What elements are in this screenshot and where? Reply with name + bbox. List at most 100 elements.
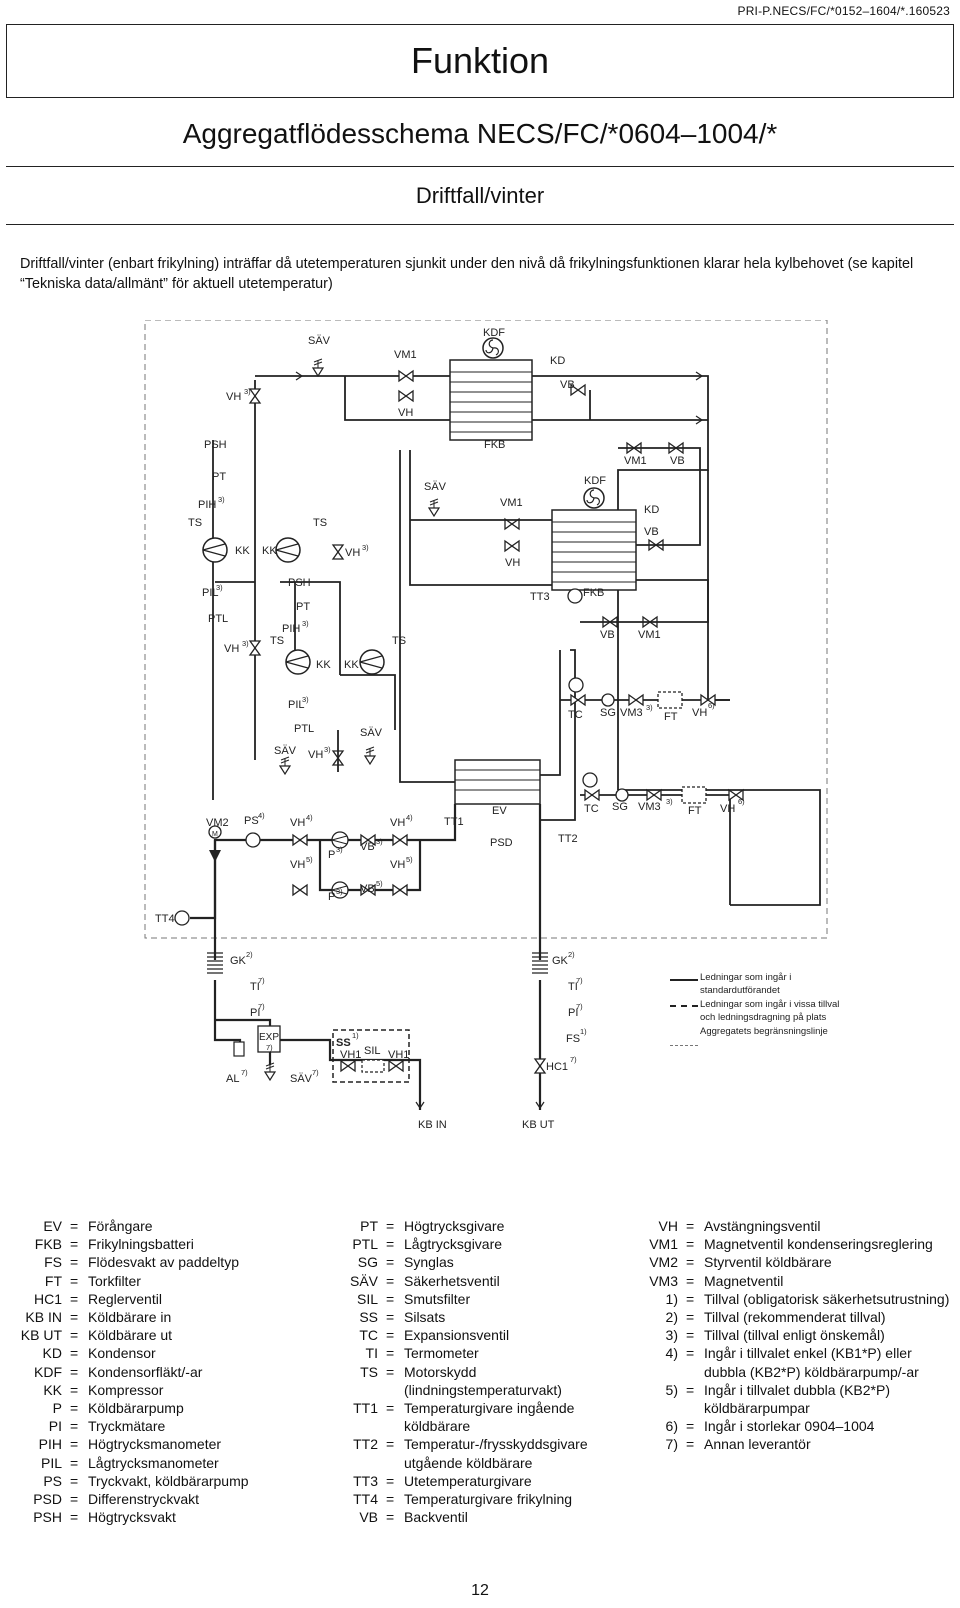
valve-vm3-2-icon — [646, 789, 662, 801]
label-pil-1: PIL — [202, 587, 219, 599]
abbreviation-row: HC1=Reglerventil — [10, 1290, 340, 1308]
flex-connector-left — [207, 952, 223, 974]
abbreviation-row: KB UT=Köldbärare ut — [10, 1326, 340, 1344]
label-kdf-top: KDF — [483, 327, 505, 339]
label-ft-1: FT — [664, 711, 678, 723]
abbreviation-key: FS — [44, 1254, 62, 1271]
label-vh1-a: VH1 — [340, 1049, 361, 1061]
abbreviation-value: Högtrycksvakt — [88, 1509, 176, 1526]
note-vh-ft2: 6) — [738, 797, 745, 806]
abbreviation-row: KD=Kondensor — [10, 1344, 340, 1362]
abbreviation-row: SÄV=Säkerhetsventil — [330, 1272, 630, 1290]
evaporator-plates — [455, 769, 540, 791]
abbreviation-row: SIL=Smutsfilter — [330, 1290, 630, 1308]
abbreviation-value: Förångare — [88, 1218, 153, 1234]
label-ts-2a: TS — [270, 635, 284, 647]
equals-sign: = — [70, 1290, 79, 1307]
abbreviation-value: Tillval (obligatorisk säkerhetsutrustnin… — [704, 1290, 950, 1307]
label-sg-1: SG — [600, 707, 616, 719]
abbreviation-row: TS=Motorskydd (lindningstemperaturvakt) — [330, 1363, 630, 1399]
label-kk-2a: KK — [316, 659, 331, 671]
condenser-mid-fins — [552, 521, 636, 583]
abbreviation-key: FKB — [34, 1236, 62, 1253]
equals-sign: = — [70, 1472, 79, 1489]
abbreviation-key: PIL — [40, 1454, 62, 1471]
note-sav-brine: 7) — [312, 1068, 319, 1077]
abbreviation-key: TT4 — [353, 1491, 378, 1508]
abbreviation-row: PIH=Högtrycksmanometer — [10, 1435, 340, 1453]
expansion-valve-tc2-icon — [584, 789, 600, 801]
label-ti-right: TI — [568, 981, 578, 993]
equals-sign: = — [70, 1363, 79, 1380]
label-vm1-top: VM1 — [394, 349, 417, 361]
equals-sign: = — [70, 1436, 79, 1453]
label-kd-top: KD — [550, 355, 565, 367]
label-fs: FS — [566, 1033, 580, 1045]
equals-sign: = — [686, 1236, 695, 1253]
equals-sign: = — [70, 1254, 79, 1271]
filter-ft-1-icon — [657, 691, 683, 709]
equals-sign: = — [70, 1272, 79, 1289]
filter-ft-2-icon — [681, 786, 707, 804]
sub-title: Driftfall/vinter — [415, 183, 545, 208]
abbreviation-value: Annan leverantör — [704, 1436, 811, 1453]
label-ft-2: FT — [688, 805, 702, 817]
label-hc1: HC1 — [546, 1061, 568, 1073]
label-al: AL — [226, 1073, 239, 1085]
abbreviation-row: 6)=Ingår i storlekar 0904–1004 — [630, 1417, 950, 1435]
abbreviation-key: TT2 — [353, 1436, 378, 1453]
equals-sign: = — [70, 1236, 79, 1253]
note-pil-1: 3) — [216, 583, 223, 592]
abbreviation-value: Säkerhetsventil — [404, 1272, 500, 1289]
note-ss: 1) — [352, 1031, 359, 1040]
note-pi-left: 7) — [258, 1002, 265, 1011]
abbreviation-key: 4) — [665, 1345, 678, 1362]
abbreviation-key: VM3 — [649, 1272, 678, 1289]
safety-valve-left-icon — [279, 756, 291, 775]
label-vb-mid: VB — [644, 526, 659, 538]
abbreviation-value: Frikylningsbatteri — [88, 1236, 194, 1253]
legend-text-boundary: Aggregatets begränsningslinje — [700, 1026, 828, 1037]
abbreviation-value: Tillval (tillval enligt önskemål) — [704, 1327, 885, 1344]
compressor-2a-icon — [285, 649, 311, 675]
note-pil-2: 3) — [302, 695, 309, 704]
label-ps: PS — [244, 815, 259, 827]
valve-vh-top-icon — [398, 390, 414, 402]
unit-boundary — [144, 320, 828, 939]
abbreviation-value: Silsats — [404, 1309, 446, 1326]
label-ev: EV — [492, 805, 507, 817]
valve-vh-mid2-icon — [504, 540, 520, 552]
abbreviation-row: 4)=Ingår i tillvalet enkel (KB1*P) eller… — [630, 1344, 950, 1380]
strainer-icon — [361, 1059, 385, 1073]
abbreviation-row: SS=Silsats — [330, 1308, 630, 1326]
expansion-vessel-icon — [257, 1025, 281, 1053]
abbreviation-value: Motorskydd (lindningstemperaturvakt) — [404, 1363, 562, 1398]
abbreviation-value: Differenstryckvakt — [88, 1491, 199, 1508]
abbreviation-value: Ingår i tillvalet dubbla (KB2*P) köldbär… — [704, 1381, 890, 1417]
abbreviation-row: VB=Backventil — [330, 1508, 630, 1526]
abbreviation-row: SG=Synglas — [330, 1253, 630, 1271]
abbreviation-key: PSD — [33, 1491, 62, 1508]
abbreviation-key: SIL — [356, 1290, 378, 1307]
abbreviation-key: EV — [43, 1218, 62, 1234]
label-kb-ut: KB UT — [522, 1119, 555, 1131]
title-box: Funktion — [6, 24, 954, 98]
abbreviation-key: 2) — [665, 1309, 678, 1326]
label-vh1-b: VH1 — [388, 1049, 409, 1061]
abbreviation-key: PT — [360, 1218, 378, 1234]
abbreviation-value: Högtrycksgivare — [404, 1218, 505, 1234]
abbreviation-row: KDF=Kondensorfläkt/-ar — [10, 1363, 340, 1381]
flow-diagram: KDF KD FKB SÄV VH 3) VM1 VH VB PSH PT PI… — [144, 320, 828, 1131]
condenser-mid — [551, 509, 637, 591]
label-vh-left-2: VH — [224, 643, 239, 655]
label-gk-left: GK — [230, 955, 247, 967]
label-p2: P — [328, 891, 335, 903]
equals-sign: = — [386, 1436, 395, 1453]
label-tt4: TT4 — [155, 913, 175, 925]
label-pil-2: PIL — [288, 699, 305, 711]
note-vb-pump1: 3) — [376, 837, 383, 846]
valve-vm1-top-icon — [398, 370, 414, 382]
note-vm3-1: 3) — [646, 703, 653, 712]
equals-sign: = — [386, 1254, 395, 1271]
